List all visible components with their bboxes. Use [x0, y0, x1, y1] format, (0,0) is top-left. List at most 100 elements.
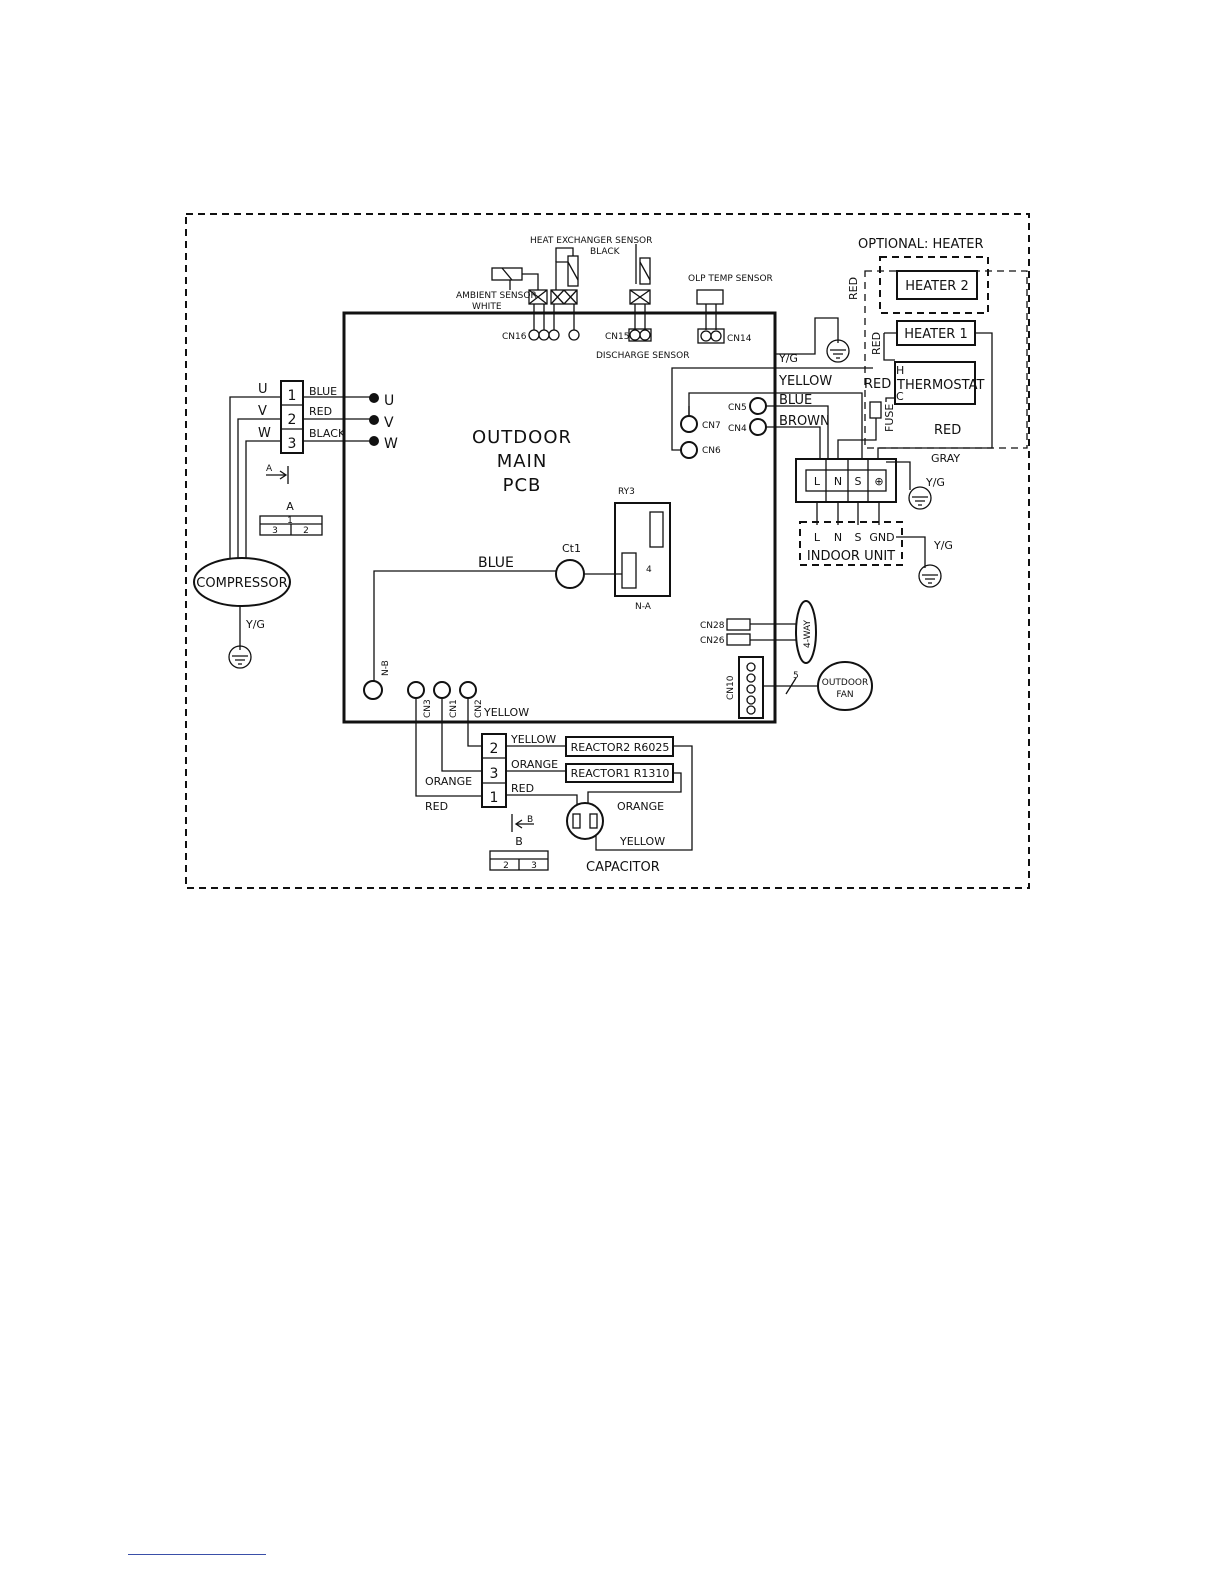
compressor-wire-blue: BLUE	[309, 385, 337, 398]
indoor-n: N	[834, 531, 842, 544]
compressor-label: COMPRESSOR	[196, 576, 287, 591]
compressor-wire-red: RED	[309, 405, 332, 418]
detail-a-left: 3	[272, 526, 278, 536]
reactor-orange-left: ORANGE	[425, 775, 472, 788]
cn26-label: CN26	[700, 636, 725, 646]
heater-group: OPTIONAL: HEATER HEATER 2 HEATER 1 RED R…	[837, 237, 1028, 465]
optional-heater-title: OPTIONAL: HEATER	[858, 237, 984, 252]
view-a-label: A	[266, 464, 273, 474]
detail-a-title: A	[286, 500, 294, 513]
pcb-terminal-v: V	[384, 415, 394, 431]
ct-relay-group: Ct1 4 RY3 N-A BLUE N-B	[363, 487, 671, 700]
pcb-terminal-u: U	[384, 393, 394, 409]
heater-red-thermo: RED	[864, 377, 891, 392]
cn14-label: CN14	[727, 334, 752, 344]
ry3-pin-label: 4	[646, 565, 652, 575]
compressor-wire-black: BLACK	[309, 427, 346, 440]
four-way-valve	[795, 600, 817, 664]
outdoor-fan	[817, 661, 873, 711]
heater-red-vertical-2: RED	[870, 332, 883, 355]
terminal-n: N	[834, 475, 842, 488]
heater-red-vertical-1: RED	[847, 277, 860, 300]
reactor-pin-3: 3	[490, 766, 499, 782]
compressor-body	[193, 557, 291, 607]
compressor-group: 1 2 3 U V W BLUE RED BLACK U V W A A 1 3…	[193, 380, 398, 669]
outdoor-main-pcb	[342, 311, 777, 724]
detail-b-title: B	[515, 835, 523, 848]
thermostat-c: C	[896, 390, 904, 403]
heater-2	[896, 270, 978, 300]
nb-label: N-B	[381, 660, 391, 676]
compressor-ground-label: Y/G	[245, 618, 265, 631]
thermostat	[894, 361, 976, 405]
terminal-s: S	[855, 475, 862, 488]
sensor-group: CN16 AMBIENT SENSOR WHITE HEAT EXCHANGER…	[456, 236, 773, 361]
heat-exchanger-sensor-color: BLACK	[590, 247, 621, 257]
reactor-orange-right: ORANGE	[617, 800, 664, 813]
reactor-2-label: REACTOR2 R6025	[571, 741, 670, 754]
top-ground-icon	[826, 339, 850, 363]
indoor-ground-icon	[918, 564, 942, 588]
cn6-label: CN6	[702, 446, 721, 456]
fuse-label: FUSE	[883, 404, 896, 432]
detail-b-left: 2	[503, 861, 509, 871]
indoor-ground-label: Y/G	[933, 539, 953, 552]
four-way-label: 4-WAY	[803, 620, 813, 648]
reactor-yellow-right: YELLOW	[619, 835, 665, 848]
right-connectors: Y/G CN7 CN6 YELLOW CN5 CN4 BLUE BROWN CN…	[671, 317, 873, 719]
outdoor-fan-label-1: OUTDOOR	[822, 678, 869, 688]
detail-b-right: 3	[531, 861, 537, 871]
outdoor-fan-label-2: FAN	[836, 690, 853, 700]
heater-red-bottom: RED	[934, 423, 961, 438]
cn15-label: CN15	[605, 332, 629, 342]
compressor-terminal-block	[280, 380, 304, 454]
na-label: N-A	[635, 602, 652, 612]
fuse	[869, 401, 882, 419]
ct-wire-blue: BLUE	[478, 555, 514, 571]
terminal-ground-icon	[908, 486, 932, 510]
right-wire-brown: BROWN	[779, 414, 830, 429]
terminal-block: L N S ⊕ Y/G	[795, 458, 945, 525]
outer-frame	[185, 213, 1030, 889]
compressor-terminal-w: W	[258, 426, 271, 441]
indoor-unit-title: INDOOR UNIT	[807, 549, 895, 564]
thermostat-label: THERMOSTAT	[896, 378, 984, 393]
detail-a-top: 1	[287, 516, 293, 526]
reactor-1-label: REACTOR1 R1310	[571, 767, 670, 780]
compressor-pin-2: 2	[288, 412, 297, 428]
pcb-title-3: PCB	[503, 475, 542, 496]
reactor-wire-orange: ORANGE	[511, 758, 558, 771]
discharge-sensor-label: DISCHARGE SENSOR	[596, 351, 689, 361]
indoor-l: L	[814, 531, 821, 544]
terminal-ground-label: Y/G	[925, 476, 945, 489]
cn1-label: CN1	[449, 699, 459, 718]
reactor-group: CN3 CN1 CN2 YELLOW ORANGE RED 2 3 1 YELL…	[407, 681, 693, 875]
view-b-label: B	[527, 815, 533, 825]
pcb-title-2: MAIN	[497, 451, 548, 472]
olp-sensor-label: OLP TEMP SENSOR	[688, 274, 773, 284]
right-wire-yg: Y/G	[778, 352, 798, 365]
cn5-label: CN5	[728, 403, 747, 413]
heater-1-label: HEATER 1	[904, 327, 967, 342]
indoor-unit: L N S GND INDOOR UNIT Y/G	[799, 521, 953, 588]
pcb-title-1: OUTDOOR	[472, 427, 572, 448]
detail-a-right: 2	[303, 526, 309, 536]
ambient-sensor-color: WHITE	[472, 302, 502, 312]
ry3-label: RY3	[618, 487, 635, 497]
compressor-pin-3: 3	[288, 436, 297, 452]
terminal-l: L	[814, 475, 821, 488]
thermostat-h: H	[896, 364, 904, 377]
capacitor-label: CAPACITOR	[586, 860, 660, 875]
terminal-gnd: ⊕	[874, 475, 883, 488]
ambient-sensor-label: AMBIENT SENSOR	[456, 291, 537, 301]
compressor-terminal-v: V	[258, 404, 267, 419]
fan-wire-count: 5	[793, 671, 799, 681]
right-wire-yellow: YELLOW	[778, 374, 832, 389]
cn7-label: CN7	[702, 421, 721, 431]
heater-2-label: HEATER 2	[905, 279, 968, 294]
ct1-label: Ct1	[562, 542, 581, 555]
cn2-label: CN2	[474, 699, 484, 718]
ry3-relay	[614, 502, 671, 597]
right-wire-blue: BLUE	[779, 393, 812, 408]
